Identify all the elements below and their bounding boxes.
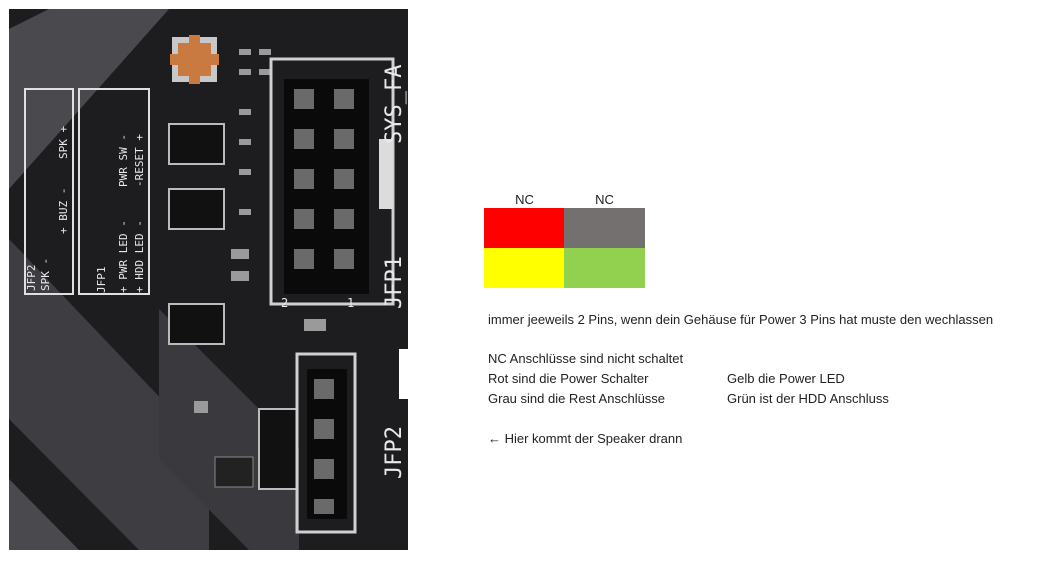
silk-spk-plus: SPK + <box>57 126 70 159</box>
silk-pin-1: 1 <box>347 296 354 310</box>
note-nc: NC Anschlüsse sind nicht schaltet <box>488 351 684 366</box>
note-gelb: Gelb die Power LED <box>727 371 845 386</box>
silk-buz: + BUZ - <box>57 188 70 234</box>
label-boxes <box>24 88 150 295</box>
silk-jfp1: JFP1 <box>382 256 407 309</box>
red-square <box>484 208 565 248</box>
silk-jfp2: JFP2 <box>382 426 407 479</box>
motherboard-photo: SYS_FA JFP1 JFP2 2 1 SPK + + BUZ - SPK -… <box>9 9 408 550</box>
silk-sys-fan: SYS_FA <box>382 65 407 144</box>
silk-pwr-led: + PWR LED - <box>117 220 130 293</box>
nc-label-right: NC <box>595 192 614 207</box>
smd-components <box>194 49 326 413</box>
ic-chips <box>168 123 298 490</box>
silk-spk-minus: SPK - <box>39 258 52 291</box>
note-rot: Rot sind die Power Schalter <box>488 371 649 386</box>
note-gruen: Grün ist der HDD Anschluss <box>727 391 889 406</box>
jfp1-header <box>269 57 395 306</box>
silk-reset: -RESET + <box>133 134 146 187</box>
silk-pwr-sw: PWR SW - <box>117 134 130 187</box>
orange-pad <box>170 35 219 84</box>
yellow-square <box>484 248 565 288</box>
silk-hdd-led: + HDD LED - <box>133 220 146 293</box>
jfp2-header <box>295 349 408 534</box>
silk-pin-2: 2 <box>281 296 288 310</box>
green-square <box>564 248 645 288</box>
note-grau: Grau sind die Rest Anschlüsse <box>488 391 666 406</box>
note-speaker: ← Hier kommt der Speaker drann <box>488 431 683 446</box>
gray-square <box>564 208 645 248</box>
silk-col-jfp2: JFP2 <box>25 265 38 292</box>
pcb-stripes <box>9 9 299 550</box>
note-pins: immer jeeweils 2 Pins, wenn dein Gehäuse… <box>488 312 994 327</box>
nc-label-left: NC <box>515 192 534 207</box>
silk-col-jfp1: JFP1 <box>95 267 108 294</box>
